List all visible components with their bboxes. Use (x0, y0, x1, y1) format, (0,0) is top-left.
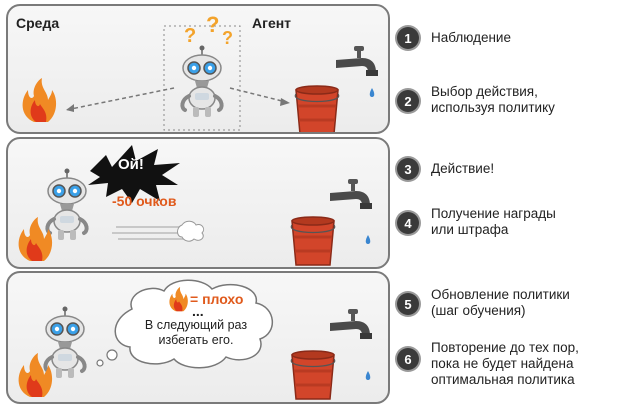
avoid-text: В следующий раз избегать его. (144, 318, 248, 347)
dust-cloud-icon (177, 220, 205, 242)
question-mark-icon: ? (184, 25, 196, 47)
water-drop-icon (365, 371, 371, 380)
step-text: Действие! (431, 161, 495, 176)
step-number: 5 (397, 293, 419, 315)
look-arrow-right (229, 87, 287, 103)
step-4: 4 Получение награды или штрафа (397, 206, 556, 238)
step-number: 6 (397, 348, 419, 370)
step-text: Обновление политики (шаг обучения) (431, 287, 570, 318)
step-6: 6 Повторение до тех пор, пока не будет н… (397, 340, 579, 388)
water-tap-icon (330, 309, 372, 339)
water-drop-icon (365, 235, 371, 244)
bucket-icon (289, 215, 337, 267)
bad-label: = плохо (190, 291, 244, 307)
step-3: 3 Действие! (397, 158, 494, 180)
thought-cloud (114, 279, 274, 369)
robot-icon (45, 166, 89, 242)
burst-shape (88, 145, 180, 203)
update-panel: = плохо ... В следующий раз избегать его… (6, 271, 390, 404)
step-number: 1 (397, 27, 419, 49)
action-panel: Ой! -50 очков (6, 137, 390, 269)
water-drop-icon (369, 88, 375, 97)
bucket-icon (293, 84, 341, 132)
bucket-icon (289, 349, 337, 401)
question-mark-icon: ? (222, 28, 233, 48)
exclamation-text: Ой! (118, 156, 144, 173)
agent-label: Агент (252, 15, 292, 31)
fire-icon (22, 78, 57, 122)
environment-label: Среда (16, 15, 60, 31)
step-1: 1 Наблюдение (397, 27, 511, 49)
step-2: 2 Выбор действия, используя политику (397, 84, 555, 116)
observation-scene: ? ? ? (22, 12, 378, 132)
robot-icon (180, 43, 224, 119)
update-scene (18, 279, 372, 401)
ellipsis-text: ... (192, 303, 204, 319)
step-text: Получение награды или штрафа (431, 206, 556, 237)
step-text: Повторение до тех пор, пока не будет най… (431, 340, 579, 387)
observation-panel: Среда Агент ? ? ? (6, 4, 390, 134)
step-number: 3 (397, 158, 419, 180)
penalty-text: -50 очков (112, 193, 177, 209)
water-tap-icon (336, 46, 378, 76)
look-arrow-left (65, 87, 175, 111)
water-tap-icon (330, 179, 372, 209)
step-number: 4 (397, 212, 419, 234)
question-mark-icon: ? (206, 12, 219, 37)
step-text: Выбор действия, используя политику (431, 84, 555, 115)
robot-icon (43, 304, 87, 380)
step-5: 5 Обновление политики (шаг обучения) (397, 287, 570, 319)
dash-lines (112, 226, 183, 240)
step-number: 2 (397, 90, 419, 112)
action-scene (18, 145, 372, 267)
step-text: Наблюдение (431, 30, 511, 45)
